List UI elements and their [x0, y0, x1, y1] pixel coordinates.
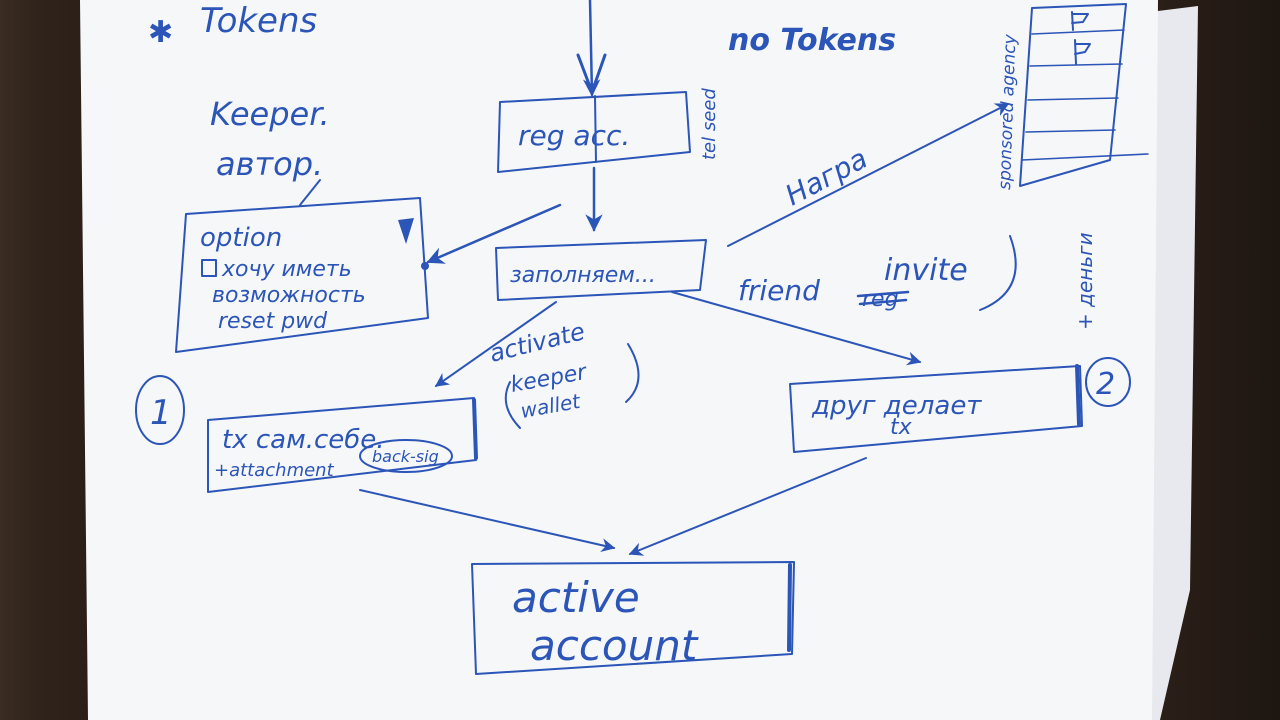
active-account-box: active account: [471, 561, 795, 675]
star-mark: ✱: [148, 15, 173, 50]
tel-seed-note: tel seed: [699, 88, 720, 160]
tokens-note: ✱ Tokens: [148, 1, 317, 50]
fill-to-sponsored-arrow: [727, 103, 1010, 247]
option-line2: возможность: [212, 283, 366, 308]
option-line1: хочу иметь: [221, 257, 352, 282]
avtor-pointer: [299, 179, 321, 206]
paper-sheet: [80, 0, 1158, 720]
avtor-note: автор.: [216, 145, 323, 183]
option-dot: [421, 262, 429, 270]
invite-bracket: [979, 235, 1017, 311]
fill-box: заполняем...: [495, 239, 707, 301]
fill-to-tx-arrow: [434, 301, 557, 387]
keeper-note: Keeper.: [210, 95, 330, 133]
option-checkbox: [201, 259, 217, 277]
option-box: option хочу иметь возможность reset pwd: [175, 197, 429, 353]
tx-self-box: tx сам.себе. +attachment back-sig: [207, 397, 478, 493]
back-sig-circle: [359, 439, 453, 473]
fill-to-option-arrow: [426, 203, 562, 264]
invite-label: invite: [884, 253, 968, 288]
back-sig-label: back-sig: [372, 447, 439, 466]
tx-self-line2: +attachment: [214, 460, 335, 481]
fill-label: заполняем...: [510, 263, 656, 288]
fill-to-friend-arrow: [671, 291, 922, 366]
no-tokens-title: no Tokens: [728, 23, 896, 58]
friend-tx-line2: tx: [890, 415, 913, 440]
option-title: option: [200, 223, 282, 253]
tokens-title: Tokens: [200, 1, 317, 41]
circle-one-label: 1: [150, 393, 172, 433]
active-line2: account: [530, 621, 699, 670]
tx-to-active-arrow: [359, 489, 616, 553]
friend-tx-line1: друг делает: [811, 391, 982, 421]
circle-two: 2: [1085, 357, 1131, 407]
friend-tx-box: друг делает tx: [789, 364, 1083, 453]
active-line1: active: [512, 573, 640, 622]
friend-invite-note: friend reg invite: [738, 235, 1017, 312]
friend-strike: [856, 290, 910, 306]
friend-to-active-arrow: [628, 457, 867, 556]
circle-one: 1: [135, 375, 185, 445]
activate-brackets: [504, 343, 640, 429]
plus-money-note: + деньги: [1073, 232, 1097, 330]
entry-arrow-head-scribble: [576, 53, 607, 94]
friend-struck-word: reg: [862, 287, 899, 312]
reg-acc-label: reg acc.: [518, 119, 630, 152]
option-line3: reset pwd: [218, 309, 328, 334]
entry-arrow: [582, 0, 601, 97]
circle-two-label: 2: [1096, 367, 1115, 402]
friend-label: friend: [738, 274, 820, 307]
reg-acc-box: reg acc.: [497, 91, 691, 173]
tx-self-line1: tx сам.себе.: [222, 425, 385, 455]
option-flag-mark: [398, 218, 414, 244]
